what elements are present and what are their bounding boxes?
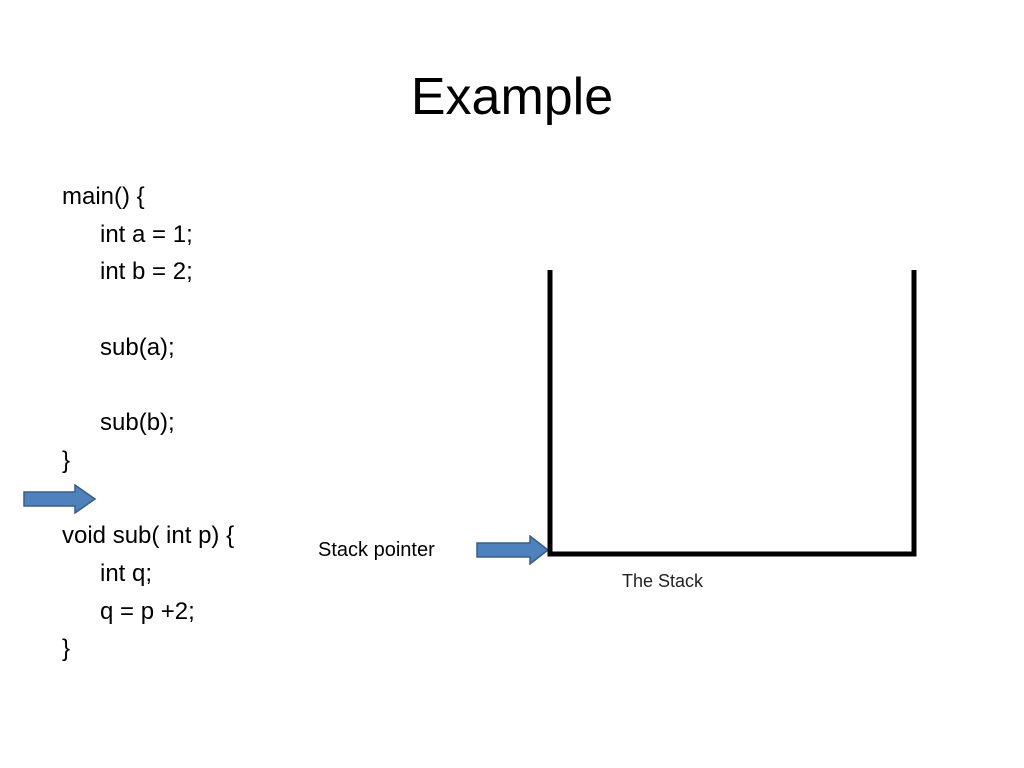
code-line: main() { [62, 183, 145, 210]
slide-title: Example [410, 68, 614, 126]
code-line: } [62, 635, 71, 663]
code-line: int a = 1; [100, 220, 193, 248]
code-line: } [62, 446, 71, 474]
stack-caption: The Stack [622, 571, 704, 591]
stack-pointer-arrow-icon [476, 535, 550, 565]
code-line: int q; [100, 559, 153, 587]
code-listing: main() { int a = 1; int b = 2; sub(a); s… [62, 178, 234, 668]
code-line-blank [62, 291, 234, 329]
code-line: sub(a); [100, 333, 175, 361]
stack-pointer-label: Stack pointer [318, 539, 435, 561]
execution-pointer-arrow-icon [23, 484, 97, 514]
code-line: q = p +2; [100, 597, 195, 625]
stack-container [547, 270, 917, 557]
code-line: void sub( int p) { [62, 522, 235, 550]
code-line: sub(b); [100, 409, 175, 437]
code-line-blank [62, 366, 234, 404]
code-line: int b = 2; [100, 258, 193, 286]
